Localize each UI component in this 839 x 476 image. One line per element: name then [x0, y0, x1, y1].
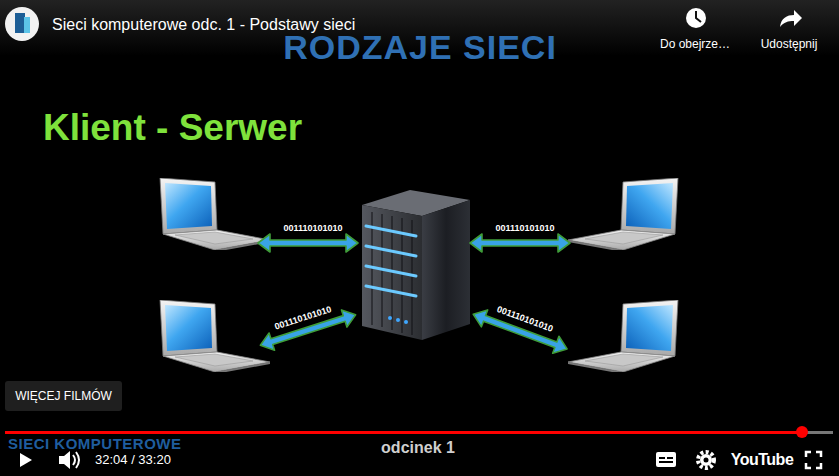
channel-avatar: [5, 7, 39, 41]
button-caption: Do obejrze…: [660, 38, 730, 52]
settings-icon: [698, 452, 714, 468]
button-caption: Udostępnij: [761, 38, 818, 52]
progress-handle: [796, 426, 808, 438]
laptop-client: [160, 300, 270, 374]
youtube-logo: YouTube: [731, 451, 794, 469]
laptop-client: [568, 300, 678, 374]
progress-played: [5, 431, 802, 434]
volume-icon: [59, 451, 79, 469]
laptop-client: [568, 178, 678, 252]
button-label: WIĘCEJ FILMÓW: [15, 389, 112, 403]
laptop-client: [160, 178, 270, 252]
data-arrow: [258, 234, 358, 252]
fullscreen-icon: [806, 452, 821, 468]
progress-track: [5, 431, 833, 434]
watch-later-icon: [686, 8, 706, 28]
episode-label: odcinek 1: [381, 439, 455, 457]
share-icon: [780, 10, 802, 27]
binary-data-label: 001110101010: [495, 223, 554, 233]
slide-heading: RODZAJE SIECI: [283, 28, 557, 67]
data-arrow: [470, 234, 570, 252]
play-icon: [20, 453, 32, 467]
video-title: Sieci komputerowe odc. 1 - Podstawy siec…: [52, 16, 355, 34]
server-tower: [362, 190, 470, 340]
subtitles-icon: [656, 452, 676, 467]
series-watermark: SIECI KOMPUTEROWE: [8, 435, 182, 452]
binary-data-label: 001110101010: [283, 223, 342, 233]
time-display: 32:04 / 33:20: [95, 453, 171, 468]
slide-subheading: Klient - Serwer: [43, 107, 302, 150]
more-videos-button: WIĘCEJ FILMÓW: [5, 381, 122, 411]
